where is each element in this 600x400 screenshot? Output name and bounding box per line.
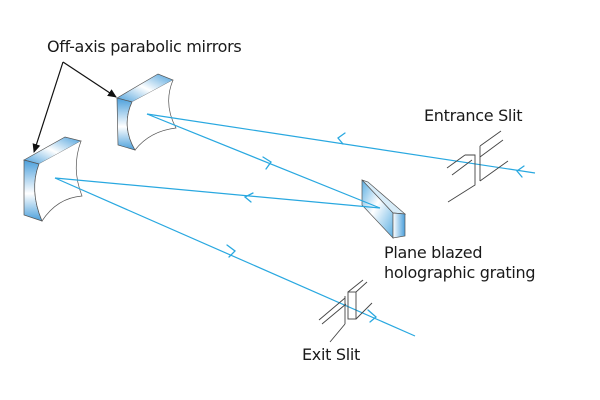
mirror-collimating-icon	[116, 73, 177, 151]
mirror-focusing-icon	[23, 136, 83, 222]
light-rays	[54, 113, 536, 337]
grating-label-line1: Plane blazed	[384, 243, 483, 262]
grating-label-line2: holographic grating	[384, 263, 536, 282]
entrance-slit-label: Entrance Slit	[424, 106, 523, 125]
ray-direction-arrows	[226, 132, 525, 323]
grating-icon	[361, 179, 407, 239]
mirrors-label: Off-axis parabolic mirrors	[47, 37, 242, 56]
pointer-arrows	[32, 61, 117, 153]
entrance-slit-icon	[446, 130, 509, 203]
exit-slit-label: Exit Slit	[302, 345, 361, 364]
exit-slit-icon	[318, 279, 373, 343]
